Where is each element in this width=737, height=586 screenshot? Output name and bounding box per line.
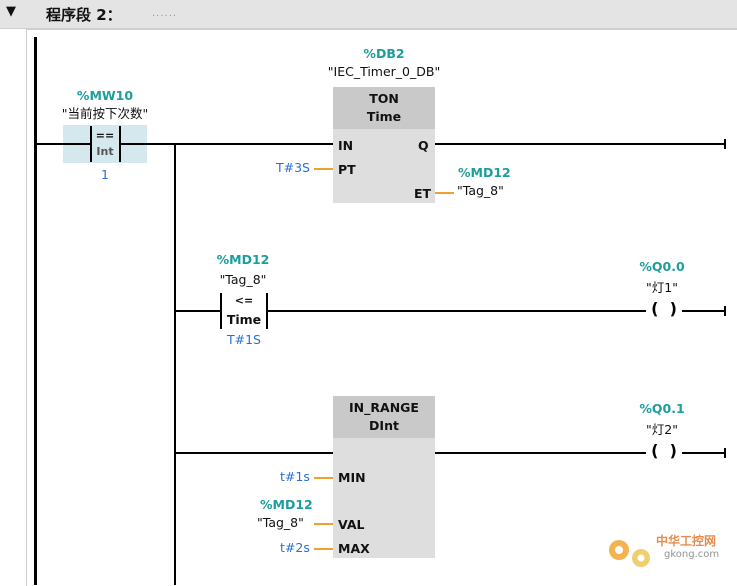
rung3-coil[interactable]: ( ) (646, 441, 682, 465)
rung3-coil-address[interactable]: %Q0.1 (639, 401, 685, 416)
branch-vertical (174, 143, 176, 585)
in-range-pin-max: MAX (338, 541, 370, 556)
rung1-wire-end (724, 139, 726, 149)
rung2-coil-address[interactable]: %Q0.0 (639, 259, 685, 274)
rung1-compare-value[interactable]: 1 (101, 167, 109, 182)
gear-logo-icon (603, 530, 663, 574)
rung3-coil-tag[interactable]: "灯2" (646, 422, 678, 437)
ton-et-address[interactable]: %MD12 (458, 165, 511, 180)
timer-db-name[interactable]: "IEC_Timer_0_DB" (327, 64, 441, 79)
rung3-wire-right (682, 452, 725, 454)
rung2-wire-right (682, 310, 725, 312)
left-power-rail (34, 37, 37, 585)
rung2-coil-tag[interactable]: "灯1" (646, 280, 678, 295)
rung2-compare-bar-left (220, 293, 222, 329)
in-range-pin-min: MIN (338, 470, 366, 485)
rung1-compare-operator: == (95, 129, 115, 142)
rung2-compare-tag[interactable]: "Tag_8" (219, 272, 267, 287)
rung3-wire-mid (435, 452, 648, 454)
rung1-compare-wire-l (63, 143, 90, 145)
ton-subtype: Time (366, 109, 402, 124)
watermark-text-cn: 中华工控网 (656, 534, 717, 548)
ton-pt-value[interactable]: T#3S (276, 160, 310, 175)
in-range-min-value[interactable]: t#1s (280, 469, 310, 484)
rung2-compare-operator: <= (234, 294, 254, 307)
in-range-max-value[interactable]: t#2s (280, 540, 310, 555)
rung2-compare-address[interactable]: %MD12 (216, 252, 270, 267)
ton-et-wire (435, 192, 454, 194)
network-header[interactable] (0, 0, 737, 29)
rung2-wire-left (176, 310, 220, 312)
ton-et-tag[interactable]: "Tag_8" (457, 183, 504, 198)
rung1-compare-address[interactable]: %MW10 (76, 88, 134, 103)
timer-db-address[interactable]: %DB2 (363, 46, 405, 61)
rung1-compare-bar-left (90, 126, 92, 162)
rung3-wire-end (724, 448, 726, 458)
in-range-pin-val: VAL (338, 517, 365, 532)
in-range-val-address[interactable]: %MD12 (260, 497, 313, 512)
rung2-wire-end (724, 306, 726, 316)
rung1-wire-right (435, 143, 725, 145)
network-title: 程序段 2： (46, 6, 122, 24)
rung1-wire-left (37, 143, 63, 145)
rung2-compare-bar-right (266, 293, 268, 329)
in-range-min-wire (314, 477, 333, 479)
rung1-compare-bar-right (119, 126, 121, 162)
rung2-wire-mid (268, 310, 648, 312)
rung2-coil[interactable]: ( ) (646, 299, 682, 323)
triangle-down-icon[interactable]: ▼ (6, 4, 16, 19)
rung1-compare-tag[interactable]: "当前按下次数" (61, 106, 149, 121)
ton-block-header (333, 87, 435, 129)
ton-pin-pt: PT (338, 162, 356, 177)
ton-pin-et: ET (414, 186, 432, 201)
in-range-val-wire (314, 523, 333, 525)
network-comment[interactable]: ...... (152, 8, 178, 19)
ton-pt-wire (314, 168, 333, 170)
rung3-wire-left (176, 452, 333, 454)
in-range-title: IN_RANGE (349, 400, 419, 415)
rung1-wire-mid (147, 143, 333, 145)
in-range-type: DInt (369, 418, 399, 433)
ton-pin-q: Q (418, 138, 429, 153)
ton-title: TON (369, 91, 399, 106)
rung1-compare-type: Int (96, 145, 114, 158)
in-range-max-wire (314, 548, 333, 550)
rung1-compare-wire-r (121, 143, 147, 145)
in-range-val-tag[interactable]: "Tag_8" (257, 515, 304, 530)
network-area (26, 29, 737, 586)
in-range-header (333, 396, 435, 438)
rung2-compare-type: Time (226, 312, 262, 327)
ton-pin-in: IN (338, 138, 354, 153)
rung2-compare-value[interactable]: T#1S (227, 332, 261, 347)
watermark-text-url: gkong.com (664, 549, 720, 560)
